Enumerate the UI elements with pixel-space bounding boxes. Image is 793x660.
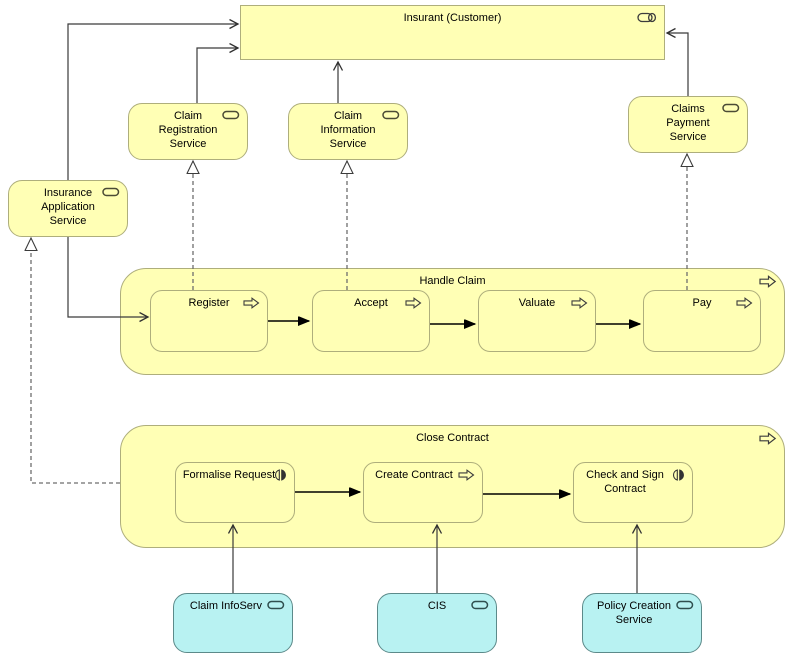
node-policy-creation-service[interactable]: Policy Creation Service [582,593,702,653]
service-icon [102,187,120,197]
node-label: Claim Registration Service [158,110,218,150]
interaction-icon [672,469,684,481]
node-label: Insurant (Customer) [403,12,502,24]
interaction-icon [274,469,286,481]
node-label: Formalise Request [182,469,276,481]
service-icon [267,600,285,610]
node-label: Claims Payment Service [666,103,710,143]
node-claim-registration-service[interactable]: Claim Registration Service [128,103,248,160]
container-title: Close Contract [416,432,489,444]
node-claim-infoserv[interactable]: Claim InfoServ [173,593,293,653]
service-icon [722,103,740,113]
node-label: Valuate [518,297,556,309]
node-formalise-request[interactable]: Formalise Request [175,462,295,523]
conn-close-contract-realizes-ias [31,238,120,484]
node-label: Register [188,297,230,309]
node-label: Policy Creation Service [597,600,671,626]
process-icon [243,297,260,309]
process-icon [759,275,777,288]
service-icon [676,600,694,610]
node-label: Create Contract [375,469,453,481]
service-icon [471,600,489,610]
node-claims-payment-service[interactable]: Claims Payment Service [628,96,748,153]
process-icon [458,469,475,481]
service-icon [382,110,400,120]
node-pay[interactable]: Pay [643,290,761,352]
role-icon [637,12,657,23]
node-check-and-sign-contract[interactable]: Check and Sign Contract [573,462,693,523]
node-insurance-application-service[interactable]: Insurance Application Service [8,180,128,237]
process-icon [736,297,753,309]
node-label: Pay [692,297,712,309]
node-valuate[interactable]: Valuate [478,290,596,352]
node-cis[interactable]: CIS [377,593,497,653]
node-label: Check and Sign Contract [586,469,664,495]
conn-claims-payment-to-insurant [667,33,689,96]
node-label: Claim InfoServ [189,600,263,612]
node-insurant[interactable]: Insurant (Customer) [240,5,665,60]
node-label: Claim Information Service [320,110,376,150]
node-label: Insurance Application Service [41,187,95,227]
container-title: Handle Claim [419,275,486,287]
process-icon [571,297,588,309]
process-icon [405,297,422,309]
conn-claim-registration-to-insurant [196,48,238,103]
service-icon [222,110,240,120]
node-claim-information-service[interactable]: Claim Information Service [288,103,408,160]
node-label: Accept [354,297,388,309]
node-create-contract[interactable]: Create Contract [363,462,483,523]
process-icon [759,432,777,445]
node-register[interactable]: Register [150,290,268,352]
node-label: CIS [427,600,447,612]
node-accept[interactable]: Accept [312,290,430,352]
